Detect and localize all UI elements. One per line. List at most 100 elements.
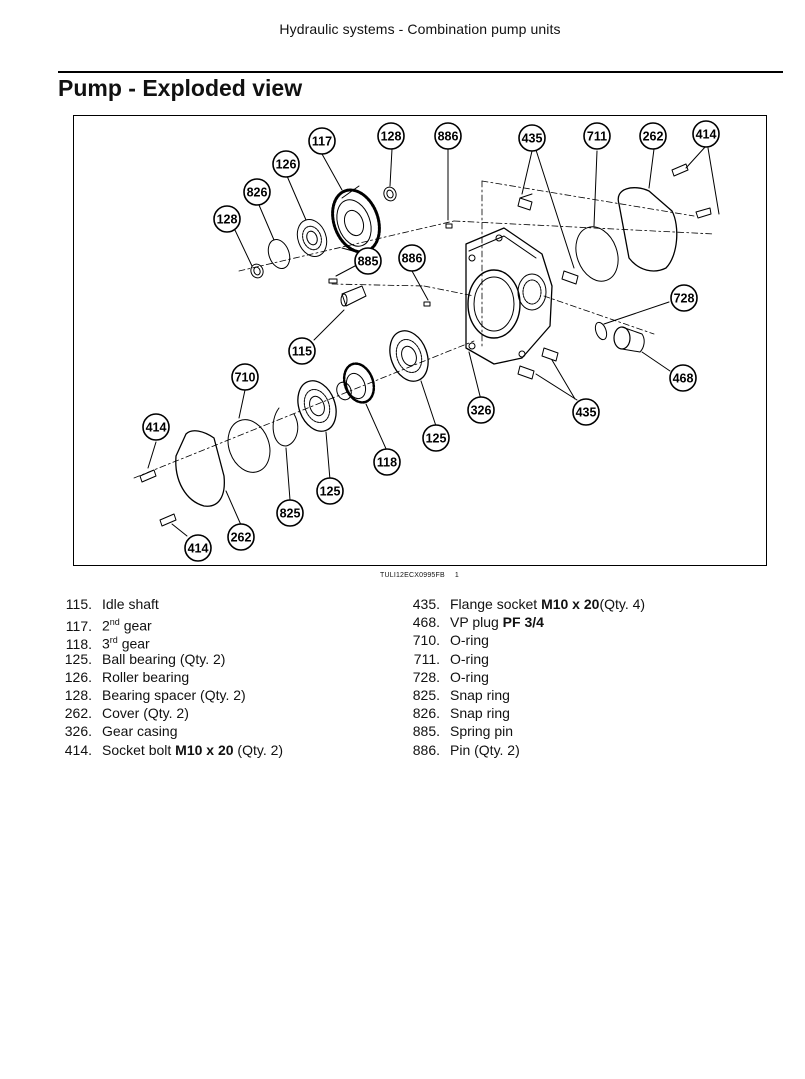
callout-label: 886 (438, 130, 459, 144)
callout-label: 468 (673, 372, 694, 386)
legend-number: 414. (64, 741, 92, 758)
legend-number: 468. (412, 614, 440, 631)
legend-text: Roller bearing (102, 668, 190, 685)
callout-c117: 117 (308, 127, 336, 155)
legend-item: 710.O-ring (410, 631, 645, 649)
callout-label: 262 (643, 130, 664, 144)
callout-c126: 126 (272, 150, 300, 178)
legend-number: 435. (412, 596, 440, 612)
legend-item: 326. Gear casing (60, 722, 283, 740)
pin-886-upper (445, 223, 453, 229)
spring-pin-885 (328, 278, 338, 284)
callout-c826: 826 (243, 178, 271, 206)
callout-label: 414 (188, 542, 209, 556)
callout-label: 117 (312, 135, 332, 149)
callout-c728: 728 (670, 284, 698, 312)
flange-socket-435 (517, 193, 579, 380)
callout-label: 435 (576, 406, 597, 420)
legend-number: 118. (65, 636, 92, 653)
legend-ordinal-suffix: rd (109, 635, 118, 646)
legend-qty: (Qty. 2) (233, 741, 284, 758)
legend-text: gear (117, 636, 150, 653)
header-rule (58, 71, 783, 73)
socket-bolt-414-lower (139, 469, 177, 527)
legend-ordinal: 3 (102, 636, 110, 653)
idle-shaft-115 (340, 285, 367, 307)
callout-c435a: 435 (518, 124, 546, 152)
legend-text: Spring pin (450, 723, 514, 740)
callout-label: 825 (280, 507, 301, 521)
legend-text: Bearing spacer (Qty. 2) (102, 686, 246, 703)
legend-text: O-ring (450, 650, 489, 667)
legend-text: Socket bolt (102, 741, 176, 758)
legend-text: Ball bearing (Qty. 2) (102, 650, 226, 667)
legend-item: 414. Socket bolt M10 x 20 (Qty. 2) (60, 741, 283, 759)
callout-c115: 115 (288, 337, 316, 365)
callout-label: 711 (587, 130, 607, 144)
callout-c118: 118 (373, 448, 401, 476)
legend-text: Snap ring (450, 705, 510, 722)
o-ring-710 (227, 419, 271, 473)
legend-number: 886. (412, 741, 440, 758)
legend-ordinal-suffix: nd (109, 617, 120, 628)
legend-number: 126. (64, 668, 92, 685)
figure-code: TULI12ECX0995FB (380, 572, 445, 579)
legend-spec: PF 3/4 (502, 614, 544, 631)
legend-item: 126. Roller bearing (60, 668, 283, 686)
callout-label: 885 (358, 255, 379, 269)
callout-label: 326 (471, 404, 492, 418)
callout-label: 886 (402, 252, 423, 266)
vp-plug-468 (613, 326, 645, 353)
legend-item: 711.O-ring (410, 650, 645, 668)
ball-bearing-125-left (297, 380, 337, 432)
legend-text: Gear casing (102, 723, 178, 740)
legend-number: 728. (412, 668, 440, 685)
legend-number: 825. (412, 686, 440, 703)
callout-label: 128 (217, 213, 238, 227)
callout-c414c: 414 (184, 534, 212, 562)
callout-c711: 711 (583, 122, 611, 150)
snap-ring-825 (272, 407, 299, 447)
callout-c128a: 128 (377, 122, 405, 150)
legend-ordinal: 2 (102, 617, 110, 634)
legend-item: 128.Bearing spacer (Qty. 2) (60, 686, 283, 704)
callout-label: 262 (231, 531, 252, 545)
legend-number: 117. (65, 617, 92, 634)
callout-label: 125 (426, 432, 447, 446)
running-head: Hydraulic systems - Combination pump uni… (279, 21, 561, 37)
callout-label: 125 (320, 485, 341, 499)
callout-c262a: 262 (639, 122, 667, 150)
callout-label: 126 (276, 158, 297, 172)
callout-label: 128 (381, 130, 402, 144)
cover-262-lower (175, 430, 225, 507)
legend-item: 886.Pin (Qty. 2) (410, 741, 645, 759)
callout-c825: 825 (276, 499, 304, 527)
callout-label: 435 (522, 132, 543, 146)
legend-number: 826. (412, 705, 440, 722)
o-ring-728 (594, 321, 608, 341)
callout-label: 414 (696, 128, 717, 142)
legend-text: VP plug (450, 614, 503, 631)
callout-label: 826 (247, 186, 268, 200)
bearing-spacer-128-lower (250, 263, 264, 279)
legend-number: 710. (412, 632, 440, 649)
callout-c326: 326 (467, 396, 495, 424)
callout-c414b: 414 (142, 413, 170, 441)
legend-item: 262.Cover (Qty. 2) (60, 704, 283, 722)
snap-ring-826 (267, 238, 291, 270)
ball-bearing-125-right (389, 330, 429, 382)
legend-qty: (Qty. 4) (599, 596, 646, 612)
gear-117 (331, 185, 381, 255)
callout-label: 414 (146, 421, 167, 435)
callout-c414a: 414 (692, 120, 720, 148)
legend-spec: M10 x 20 (175, 741, 234, 758)
page-title: Pump - Exploded view (58, 75, 303, 101)
legend-item: 728.O-ring (410, 668, 645, 686)
legend-number: 262. (64, 705, 92, 722)
legend-number: 326. (64, 723, 92, 740)
callout-c468: 468 (669, 364, 697, 392)
callout-group: 117 128 886 435 711 262 414 126 826 128 885 886 728 1… (142, 120, 720, 562)
legend-item: 825.Snap ring (410, 686, 645, 704)
